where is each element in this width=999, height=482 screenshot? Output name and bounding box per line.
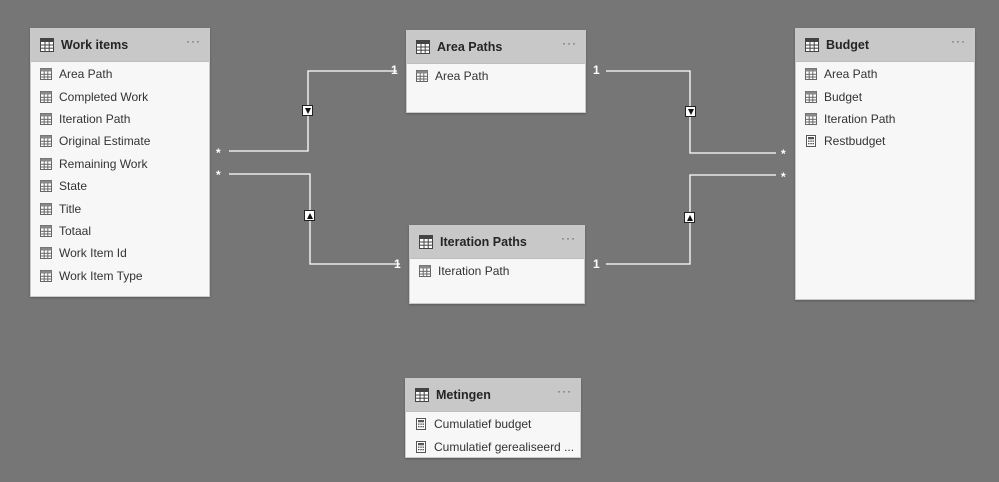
table-column-icon xyxy=(40,68,52,81)
table-title: Metingen xyxy=(436,388,491,402)
filter-direction-down-icon[interactable] xyxy=(302,105,313,116)
field-label: Iteration Path xyxy=(59,111,131,126)
field-item[interactable]: Restbudget xyxy=(796,130,974,152)
field-label: Area Path xyxy=(435,69,489,84)
table-card-area-paths[interactable]: Area Paths ··· Area Path xyxy=(406,30,586,113)
field-label: Original Estimate xyxy=(59,134,151,149)
field-item[interactable]: Remaining Work xyxy=(31,153,209,175)
field-label: Cumulatief gerealiseerd ... xyxy=(434,439,575,454)
field-label: Totaal xyxy=(59,223,92,238)
filter-direction-up-icon[interactable] xyxy=(304,210,315,221)
field-item[interactable]: Cumulatief gerealiseerd ... xyxy=(406,435,580,457)
table-header[interactable]: Metingen ··· xyxy=(406,379,580,412)
field-list: Iteration Path xyxy=(410,259,584,282)
table-header[interactable]: Budget ··· xyxy=(796,29,974,62)
field-label: Restbudget xyxy=(824,134,886,149)
more-options-icon[interactable]: ··· xyxy=(186,34,201,48)
table-column-icon xyxy=(805,90,817,103)
field-item[interactable]: Totaal xyxy=(31,220,209,242)
table-column-icon xyxy=(40,90,52,103)
field-item[interactable]: Area Path xyxy=(31,63,209,85)
field-item[interactable]: Area Path xyxy=(407,65,585,87)
table-column-icon xyxy=(416,70,428,83)
field-item[interactable]: Area Path xyxy=(796,63,974,85)
table-icon xyxy=(419,235,433,249)
table-column-icon xyxy=(40,247,52,260)
more-options-icon[interactable]: ··· xyxy=(557,384,572,398)
field-item[interactable]: State xyxy=(31,175,209,197)
cardinality-one-label: 1 xyxy=(394,257,401,271)
more-options-icon[interactable]: ··· xyxy=(951,34,966,48)
field-label: Iteration Path xyxy=(824,111,896,126)
field-item[interactable]: Original Estimate xyxy=(31,130,209,152)
table-title: Work items xyxy=(61,38,129,52)
field-item[interactable]: Budget xyxy=(796,85,974,107)
field-label: Area Path xyxy=(59,67,113,82)
table-header[interactable]: Iteration Paths ··· xyxy=(410,226,584,259)
field-label: Title xyxy=(59,201,82,216)
field-label: Remaining Work xyxy=(59,156,148,171)
table-column-icon xyxy=(40,157,52,170)
table-header[interactable]: Work items ··· xyxy=(31,29,209,62)
field-item[interactable]: Work Item Type xyxy=(31,265,209,287)
field-item[interactable]: Iteration Path xyxy=(796,108,974,130)
table-column-icon xyxy=(419,265,431,278)
table-column-icon xyxy=(40,202,52,215)
more-options-icon[interactable]: ··· xyxy=(562,36,577,50)
field-label: Budget xyxy=(824,89,863,104)
cardinality-many-label: * xyxy=(781,147,786,161)
calculator-measure-icon xyxy=(415,440,427,453)
more-options-icon[interactable]: ··· xyxy=(561,231,576,245)
cardinality-one-label: 1 xyxy=(593,63,600,77)
field-list: Area Path xyxy=(407,64,585,87)
table-icon xyxy=(416,40,430,54)
field-label: Completed Work xyxy=(59,89,149,104)
table-title: Iteration Paths xyxy=(440,235,527,249)
table-title: Area Paths xyxy=(437,40,503,54)
table-icon xyxy=(415,388,429,402)
table-column-icon xyxy=(40,112,52,125)
field-item[interactable]: Title xyxy=(31,197,209,219)
filter-direction-down-icon[interactable] xyxy=(685,106,696,117)
cardinality-many-label: * xyxy=(216,168,221,182)
field-label: Work Item Id xyxy=(59,246,127,261)
calculator-measure-icon xyxy=(415,418,427,431)
cardinality-one-label: 1 xyxy=(593,257,600,271)
table-card-iteration-paths[interactable]: Iteration Paths ··· Iteration Path xyxy=(409,225,585,304)
table-icon xyxy=(805,38,819,52)
field-label: Iteration Path xyxy=(438,264,510,279)
cardinality-one-label: 1 xyxy=(391,63,398,77)
table-column-icon xyxy=(40,180,52,193)
table-icon xyxy=(40,38,54,52)
field-item[interactable]: Cumulatief budget xyxy=(406,413,580,435)
table-header[interactable]: Area Paths ··· xyxy=(407,31,585,64)
cardinality-many-label: * xyxy=(781,170,786,184)
calculator-measure-icon xyxy=(805,135,817,148)
field-item[interactable]: Iteration Path xyxy=(31,108,209,130)
table-column-icon xyxy=(40,224,52,237)
filter-direction-up-icon[interactable] xyxy=(684,212,695,223)
field-item[interactable]: Iteration Path xyxy=(410,260,584,282)
relationship-line-workitems-areapaths xyxy=(229,70,397,152)
table-column-icon xyxy=(40,135,52,148)
field-item[interactable]: Completed Work xyxy=(31,85,209,107)
cardinality-many-label: * xyxy=(216,146,221,160)
field-item[interactable]: Work Item Id xyxy=(31,242,209,264)
table-column-icon xyxy=(40,269,52,282)
table-column-icon xyxy=(805,112,817,125)
field-label: Cumulatief budget xyxy=(434,417,532,432)
field-label: State xyxy=(59,179,88,194)
table-column-icon xyxy=(805,68,817,81)
table-title: Budget xyxy=(826,38,870,52)
field-label: Work Item Type xyxy=(59,268,143,283)
field-label: Area Path xyxy=(824,67,878,82)
